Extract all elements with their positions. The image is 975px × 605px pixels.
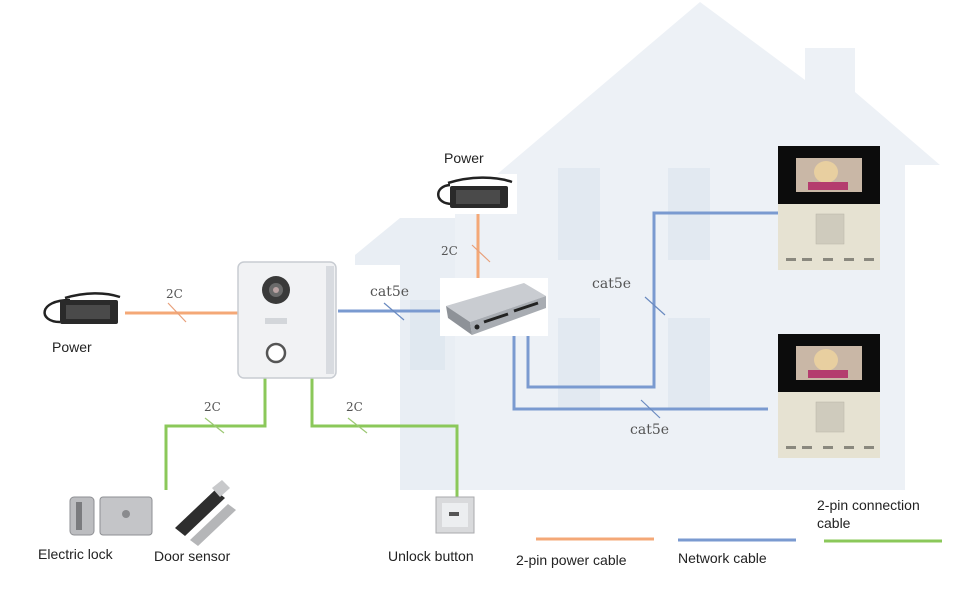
connection-cable-unlock bbox=[310, 378, 459, 500]
cable-label-top-power: 2C bbox=[441, 244, 458, 258]
monitor-screen-face bbox=[814, 161, 838, 183]
unlock-button[interactable] bbox=[435, 496, 475, 534]
power-adapter-label bbox=[456, 190, 500, 204]
cable-label-left-power: 2C bbox=[166, 287, 183, 301]
cable-label-switch-monitor2: cat5e bbox=[630, 422, 669, 438]
house-silhouette bbox=[355, 2, 940, 490]
power-adapter-cord bbox=[64, 292, 121, 300]
monitor-button[interactable] bbox=[844, 446, 854, 449]
call-button[interactable] bbox=[265, 342, 287, 364]
door-sensor-magnet bbox=[175, 490, 225, 536]
power-label-left: Power bbox=[52, 339, 92, 355]
indoor-monitor-1[interactable] bbox=[778, 146, 880, 270]
unlock-button-label: Unlock button bbox=[388, 548, 474, 564]
tick-mark bbox=[640, 399, 661, 419]
tick-mark bbox=[644, 296, 666, 316]
tick-mark bbox=[347, 417, 368, 434]
nameplate bbox=[265, 318, 287, 324]
tick-mark bbox=[471, 244, 491, 263]
power-port bbox=[474, 324, 480, 330]
network-cable-switch-monitor1 bbox=[526, 211, 778, 389]
monitor-screen-arm bbox=[808, 370, 848, 378]
monitor-button[interactable] bbox=[864, 258, 874, 261]
legend-network-label: Network cable bbox=[678, 550, 767, 566]
monitor-button[interactable] bbox=[844, 258, 854, 261]
outdoor-station-edge bbox=[326, 266, 334, 374]
network-port-row bbox=[513, 301, 539, 313]
monitor-button[interactable] bbox=[786, 258, 796, 261]
monitor-button[interactable] bbox=[802, 446, 812, 449]
camera-lens-center bbox=[273, 287, 279, 293]
network-cable-switch-monitor2 bbox=[512, 324, 768, 411]
legend-connection-label-line1: 2-pin connection bbox=[817, 497, 920, 513]
monitor-button[interactable] bbox=[786, 446, 796, 449]
indoor-monitor-2[interactable] bbox=[778, 334, 880, 458]
door-sensor-label: Door sensor bbox=[154, 548, 231, 564]
power-adapter-label bbox=[66, 305, 110, 319]
cable-label-switch-monitor1: cat5e bbox=[592, 276, 631, 292]
door-sensor[interactable] bbox=[175, 480, 236, 546]
house-window bbox=[668, 318, 710, 410]
tick-mark bbox=[167, 302, 187, 323]
power-adapter-cord bbox=[447, 176, 513, 185]
legend-power-label: 2-pin power cable bbox=[516, 552, 627, 568]
monitor-button[interactable] bbox=[823, 446, 833, 449]
monitor-screen-arm bbox=[808, 182, 848, 190]
door-sensor-cap bbox=[212, 480, 230, 497]
speaker-grille bbox=[815, 213, 845, 245]
monitor-screen-face bbox=[814, 349, 838, 371]
tick-mark bbox=[383, 302, 405, 321]
monitor-button[interactable] bbox=[802, 258, 812, 261]
lock-keyhole bbox=[122, 510, 130, 518]
speaker-grille bbox=[815, 401, 845, 433]
electric-lock[interactable] bbox=[69, 496, 153, 536]
cable-label-unlock: 2C bbox=[346, 400, 363, 414]
lock-strike-inner bbox=[76, 502, 82, 530]
tick-mark bbox=[204, 417, 225, 434]
monitor-buttons[interactable] bbox=[786, 446, 874, 449]
cable-label-lock: 2C bbox=[204, 400, 221, 414]
unlock-button-icon bbox=[449, 512, 459, 516]
power-label-top: Power bbox=[444, 150, 484, 166]
outdoor-station[interactable] bbox=[237, 261, 337, 379]
house-annex-shape bbox=[355, 218, 455, 490]
legend-connection-label-line2: cable bbox=[817, 515, 851, 531]
connection-cable-lock bbox=[164, 378, 267, 490]
door-sensor-plate bbox=[190, 504, 236, 546]
power-adapter-left[interactable] bbox=[43, 292, 121, 324]
monitor-button[interactable] bbox=[864, 446, 874, 449]
network-switch-side bbox=[446, 306, 472, 335]
monitor-buttons[interactable] bbox=[786, 258, 874, 261]
power-adapter-cord bbox=[437, 183, 453, 206]
house-window bbox=[558, 318, 600, 410]
cable-label-door-switch: cat5e bbox=[370, 284, 409, 300]
legend: 2-pin power cable Network cable 2-pin co… bbox=[516, 497, 942, 568]
power-adapter-top[interactable] bbox=[432, 174, 517, 214]
network-switch-top bbox=[446, 283, 546, 322]
network-port-row bbox=[483, 312, 509, 324]
house-window bbox=[558, 168, 600, 260]
electric-lock-label: Electric lock bbox=[38, 546, 114, 562]
network-switch[interactable] bbox=[440, 278, 548, 336]
monitor-button[interactable] bbox=[823, 258, 833, 261]
cable-tick-marks bbox=[167, 244, 666, 434]
